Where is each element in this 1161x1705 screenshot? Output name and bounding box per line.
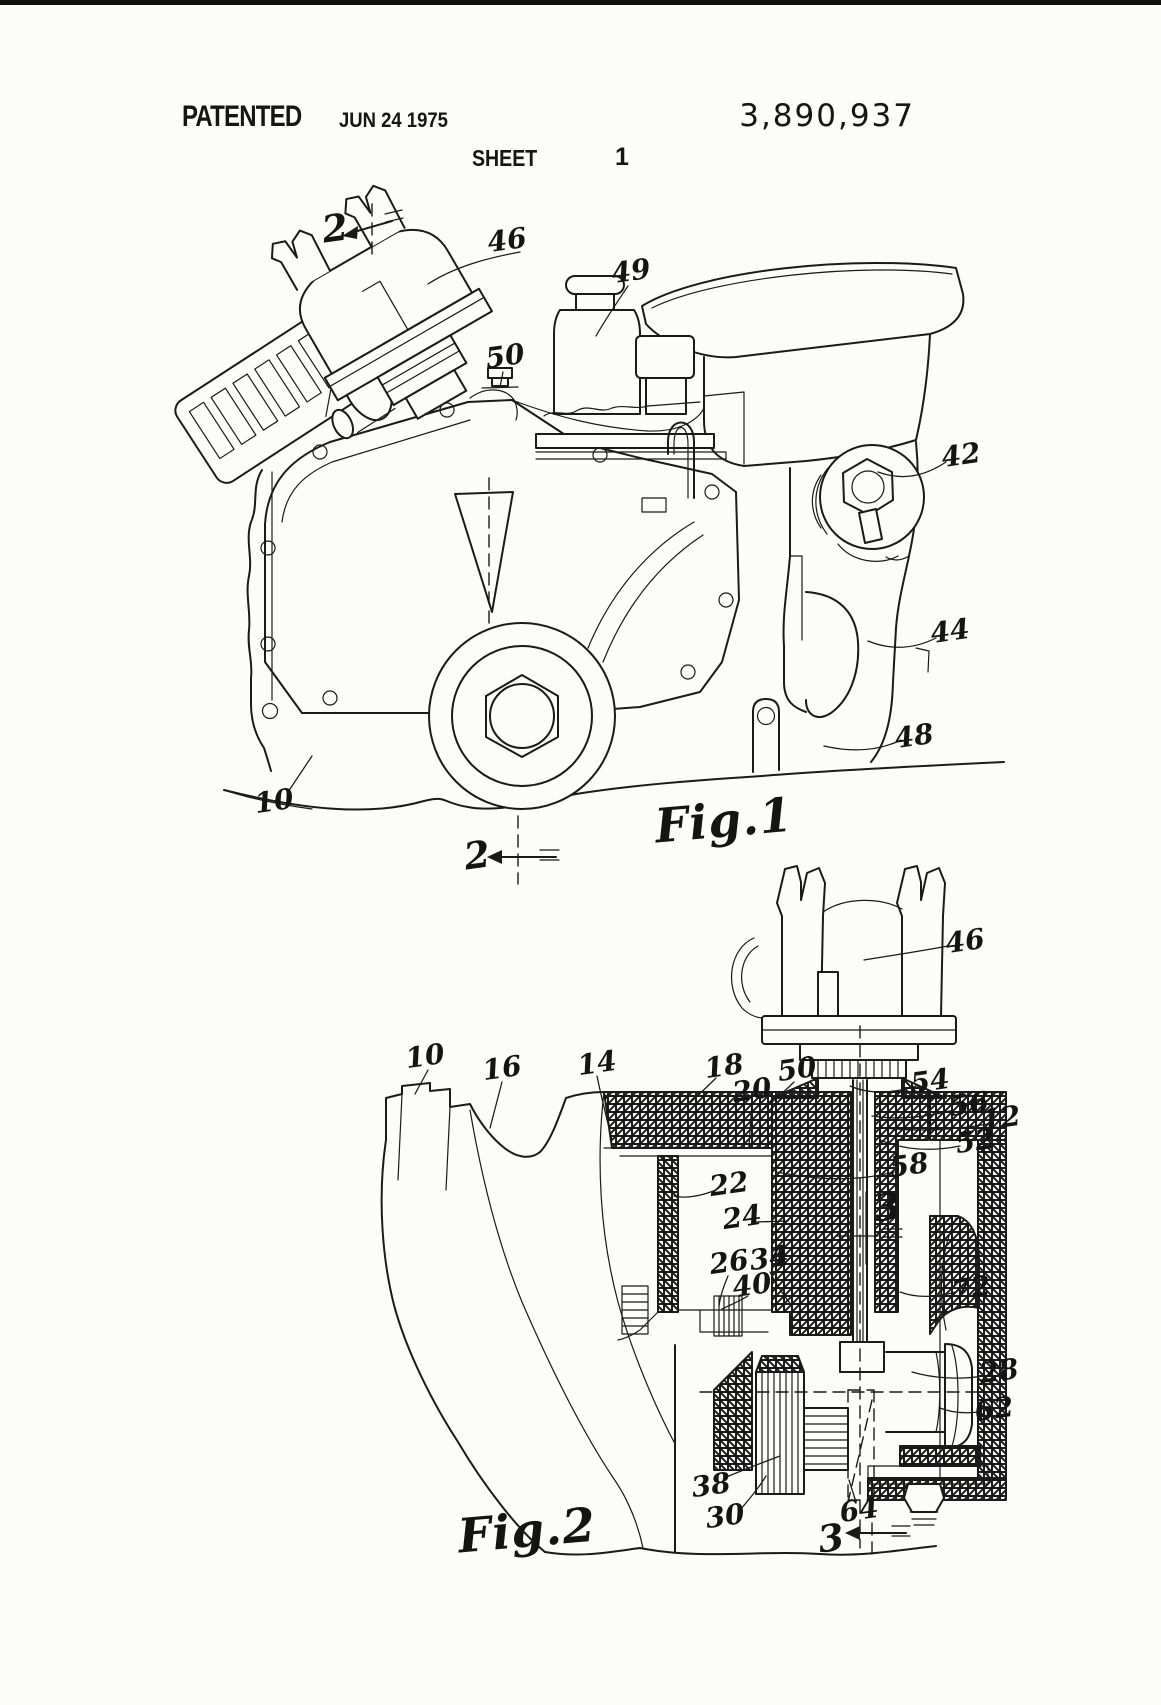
fig1-ref-48: 48 bbox=[892, 717, 935, 755]
fig2-ref-14: 14 bbox=[575, 1044, 618, 1082]
fig1-ref-49: 49 bbox=[609, 252, 652, 290]
fig2-ref-16: 16 bbox=[480, 1049, 523, 1087]
fig2-ref-24: 24 bbox=[720, 1198, 763, 1236]
fig2-ref-58: 58 bbox=[887, 1146, 930, 1184]
fig2-ref-72: 72 bbox=[949, 1269, 992, 1307]
fig2-ref-20: 20 bbox=[730, 1071, 773, 1109]
fig2-ref-50: 50 bbox=[775, 1050, 818, 1088]
fig1-section-bottom-label: 2 bbox=[461, 831, 493, 878]
fig1-ref-10: 10 bbox=[252, 782, 295, 820]
fig1-ref-46: 46 bbox=[485, 221, 528, 259]
fig2-ref-52: 52 bbox=[953, 1122, 996, 1160]
fig2-ref-40: 40 bbox=[730, 1266, 773, 1304]
fig2-ref-64: 64 bbox=[837, 1491, 880, 1529]
fig1-ref-42: 42 bbox=[939, 436, 982, 474]
fig2-ref-10: 10 bbox=[403, 1037, 446, 1075]
fig2-ref-22: 22 bbox=[707, 1165, 750, 1203]
fig2-ref-54: 54 bbox=[908, 1062, 951, 1100]
fig2-ref-46: 46 bbox=[943, 922, 986, 960]
fig2-ref-28: 28 bbox=[977, 1352, 1020, 1390]
fig1-ref-50: 50 bbox=[483, 337, 526, 375]
fig2-ref-30: 30 bbox=[703, 1497, 746, 1535]
fig1-drawing bbox=[171, 164, 1004, 884]
fig1-ref-44: 44 bbox=[928, 612, 971, 650]
fig1-section-top-label: 2 bbox=[319, 204, 351, 251]
fig2-ref-62: 62 bbox=[972, 1390, 1015, 1428]
fig2-drawing bbox=[382, 866, 1006, 1560]
